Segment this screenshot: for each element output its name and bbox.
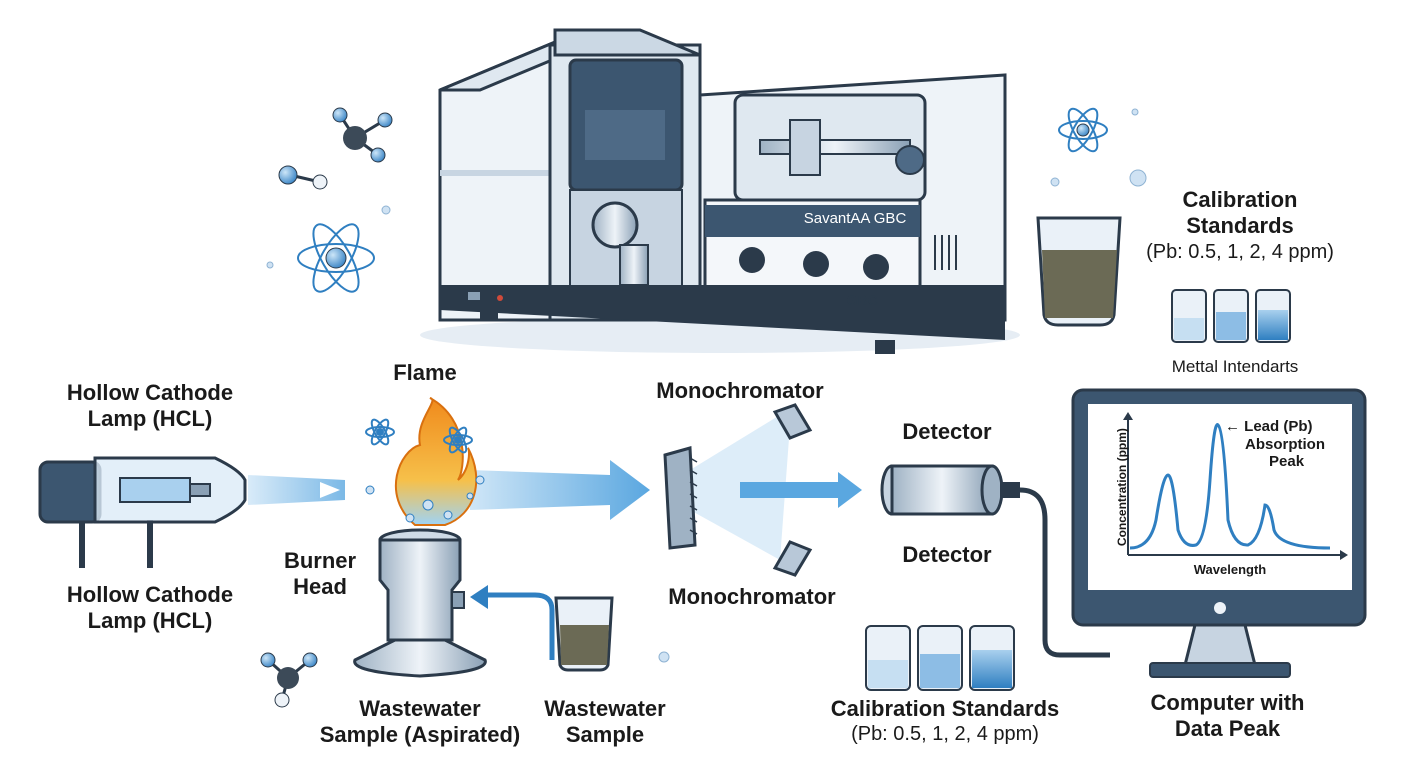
- calibration-top-detail: (Pb: 0.5, 1, 2, 4 ppm): [1146, 241, 1334, 263]
- arrow-icon: [480, 592, 555, 660]
- beaker-icon: [554, 596, 614, 672]
- atom-icon: [443, 426, 473, 454]
- molecule-icon: [260, 652, 318, 708]
- burner-head: [353, 528, 487, 678]
- monochromator-label-bottom: Monochromator: [668, 584, 836, 609]
- hollow-cathode-lamp: [38, 456, 247, 568]
- instrument-brand-plate: SavantAA GBC: [803, 210, 907, 227]
- metal-standards-label: Mettal Intendarts: [1171, 357, 1299, 376]
- aas-instrument: [420, 28, 1020, 354]
- detector-cable: [1019, 487, 1110, 658]
- detector-label-bottom: Detector: [902, 542, 992, 567]
- instrument-logo: GBC: [846, 292, 878, 308]
- detector-label-top: Detector: [902, 419, 992, 444]
- beaker-icon: [1036, 216, 1122, 327]
- arrow-icon: [740, 472, 862, 508]
- flame-label: Flame: [393, 360, 457, 385]
- flame: [365, 397, 485, 526]
- calibration-bottom-detail: (Pb: 0.5, 1, 2, 4 ppm): [851, 723, 1039, 745]
- atom-icon: [365, 418, 395, 446]
- standards-vials-top: [1171, 289, 1291, 343]
- spectrum-chart: [1123, 412, 1348, 560]
- chart-annotation: ← Lead (Pb) Absorption Peak: [1225, 418, 1325, 471]
- atom-icon: [1058, 107, 1108, 153]
- chart-ylabel: Concentration (ppm): [1114, 428, 1129, 547]
- monochromator-label-top: Monochromator: [656, 378, 824, 403]
- atom-icon: [297, 223, 375, 293]
- arrow-icon: [470, 460, 650, 520]
- molecule-icon: [278, 107, 393, 190]
- chart-xlabel: Wavelength: [1193, 562, 1267, 577]
- calibration-bottom-title: Calibration Standards: [830, 696, 1060, 721]
- detector: [880, 464, 1020, 516]
- standards-vials-bottom: [865, 625, 1015, 691]
